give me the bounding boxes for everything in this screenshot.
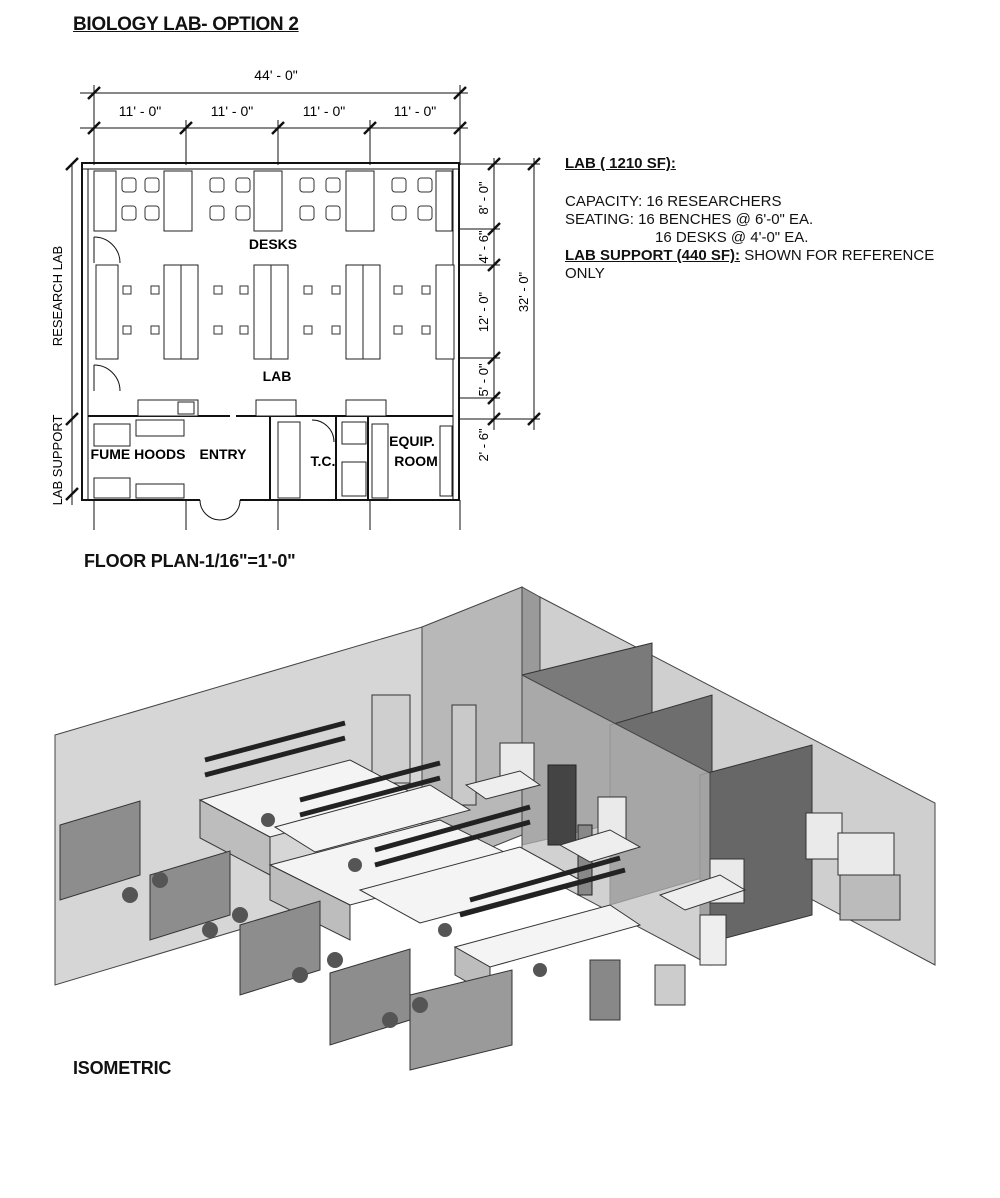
desk-chairs [121,177,433,221]
dim-8-label: 8' - 0" [476,181,491,214]
dimension-ticks [65,86,541,501]
bay-3-label: 11' - 0" [303,103,345,119]
overall-depth-label: 32' - 0" [516,271,531,312]
lab-benches [95,264,455,360]
column-grid-lines [93,500,461,530]
overall-width-label: 44' - 0" [254,67,297,83]
research-lab-label: RESEARCH LAB [50,246,65,346]
support-note: SHOWN FOR REFERENCE [740,247,935,264]
page-title: BIOLOGY LAB- OPTION 2 [73,14,299,35]
desk-clusters [93,170,453,232]
top-dimension-lines [80,85,468,165]
door [371,694,411,784]
support-benches [464,770,901,1021]
floor-plan: 44' - 0" 11' - 0" 11' - 0" 11' - 0" 11' … [50,67,541,530]
isometric-view [54,586,936,1071]
lab-stools [122,285,431,335]
lab-support-label: LAB SUPPORT [50,415,65,506]
support-heading: LAB SUPPORT (440 SF): [565,247,741,264]
room-label: ROOM [394,453,438,469]
support-note-2: ONLY [565,265,605,282]
legend: LAB ( 1210 SF): CAPACITY: 16 RESEARCHERS… [565,155,995,283]
dim-4-6-label: 4' - 6" [476,230,491,263]
support-equipment [93,399,453,499]
bay-2-label: 11' - 0" [211,103,253,119]
bay-4-label: 11' - 0" [394,103,436,119]
shelf-rails [204,720,626,918]
right-dimension-lines [460,158,540,430]
lab-label: LAB [263,368,292,384]
doors [93,236,335,521]
equip-label: EQUIP. [389,433,435,449]
iso-caption: ISOMETRIC [73,1058,172,1078]
fume-hoods-label: FUME HOODS [91,446,186,462]
capacity-text: CAPACITY: 16 RESEARCHERS [565,193,782,210]
dim-2-6-label: 2' - 6" [476,428,491,461]
seating-text-1: SEATING: 16 BENCHES @ 6'-0" EA. [565,211,814,228]
lab-heading: LAB ( 1210 SF): [565,155,676,172]
tc-label: T.C. [311,453,336,469]
chairs [122,813,547,1028]
dim-12-label: 12' - 0" [476,291,491,332]
desks-label: DESKS [249,236,297,252]
dim-5-label: 5' - 0" [476,363,491,396]
entry-label: ENTRY [200,446,248,462]
bay-1-label: 11' - 0" [119,103,161,119]
plan-caption: FLOOR PLAN-1/16"=1'-0" [84,551,296,571]
seating-text-2: 16 DESKS @ 4'-0" EA. [655,229,809,246]
